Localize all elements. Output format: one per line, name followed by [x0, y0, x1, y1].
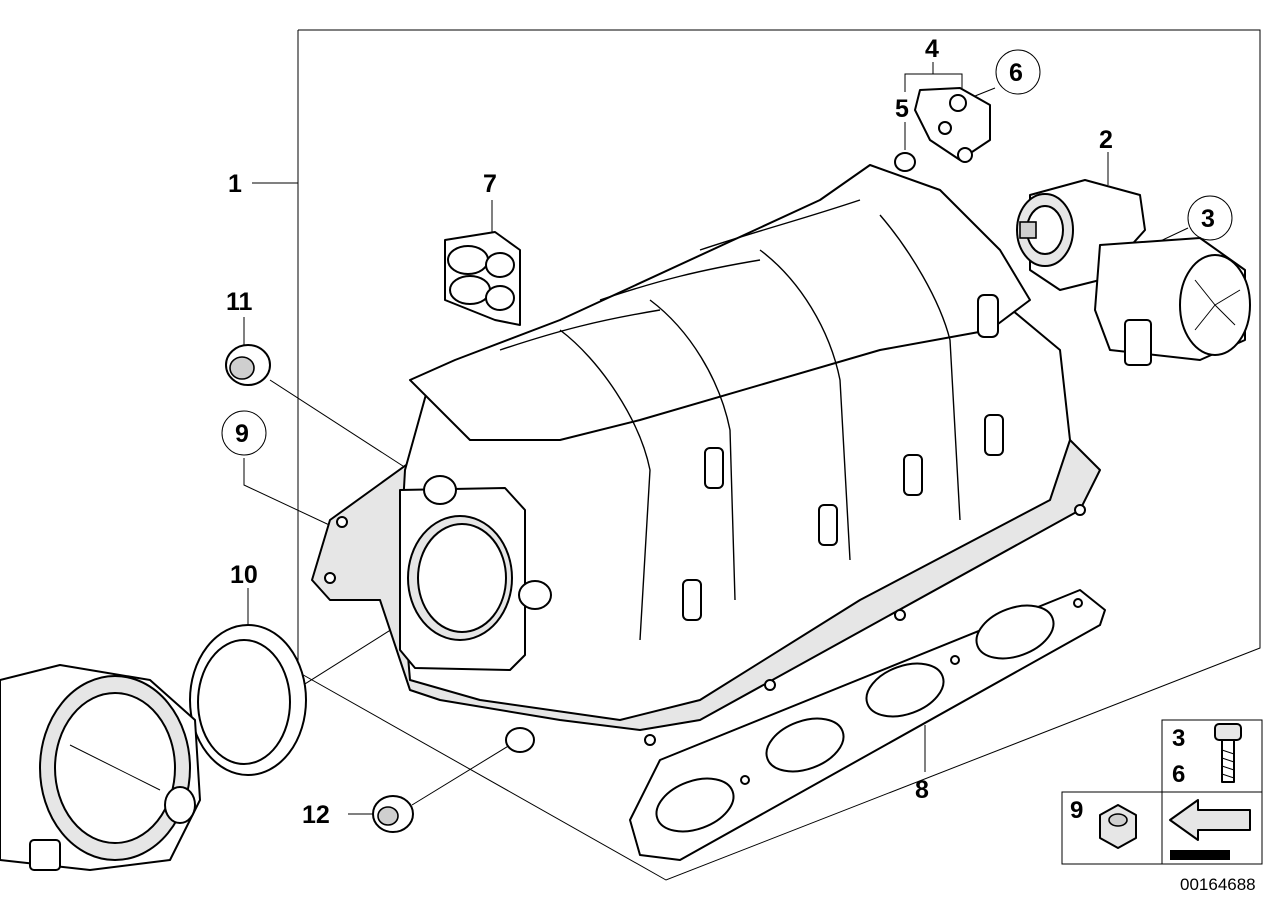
- servomotor-icon: [1094, 237, 1251, 366]
- legend-nut-label-9: 9: [1070, 797, 1083, 824]
- callout-8: 8: [915, 776, 929, 804]
- nut-icon: [1099, 804, 1137, 849]
- gasket-icon: [629, 589, 1106, 861]
- seal-ring-icon: [189, 624, 307, 776]
- diagram-reference-number: 00164688: [1180, 875, 1256, 894]
- callout-3: 3: [1201, 205, 1215, 233]
- callout-4: 4: [925, 35, 939, 63]
- pressure-sensor-icon: [914, 87, 991, 163]
- adjusting-unit-icon: [1016, 179, 1146, 291]
- legend-bolt-label-6: 6: [1172, 761, 1185, 788]
- callout-12: 12: [302, 801, 330, 829]
- callout-5: 5: [895, 95, 909, 123]
- callout-6: 6: [1009, 59, 1023, 87]
- o-ring-icon: [894, 152, 916, 172]
- callout-2: 2: [1099, 126, 1113, 154]
- callout-9: 9: [235, 420, 249, 448]
- plug-icon: [372, 795, 414, 833]
- callout-10: 10: [230, 561, 258, 589]
- callout-11: 11: [226, 288, 253, 316]
- callout-labels: 1 2 3 4 5 6 7 8 9 10 11 12: [221, 35, 1233, 829]
- bolt-icon: [1214, 723, 1242, 783]
- arrow-icon: [1169, 799, 1251, 860]
- callout-7: 7: [483, 170, 497, 198]
- intake-manifold-icon: [311, 164, 1101, 753]
- assembly-frame: [297, 29, 1261, 881]
- cable-clip-icon: [444, 231, 521, 326]
- plug-icon: [225, 344, 271, 386]
- callout-1: 1: [228, 170, 242, 198]
- fastener-legend: 3 6 9: [1061, 719, 1263, 865]
- throttle-body-icon: [0, 664, 201, 871]
- legend-bolt-label-3: 3: [1172, 725, 1185, 752]
